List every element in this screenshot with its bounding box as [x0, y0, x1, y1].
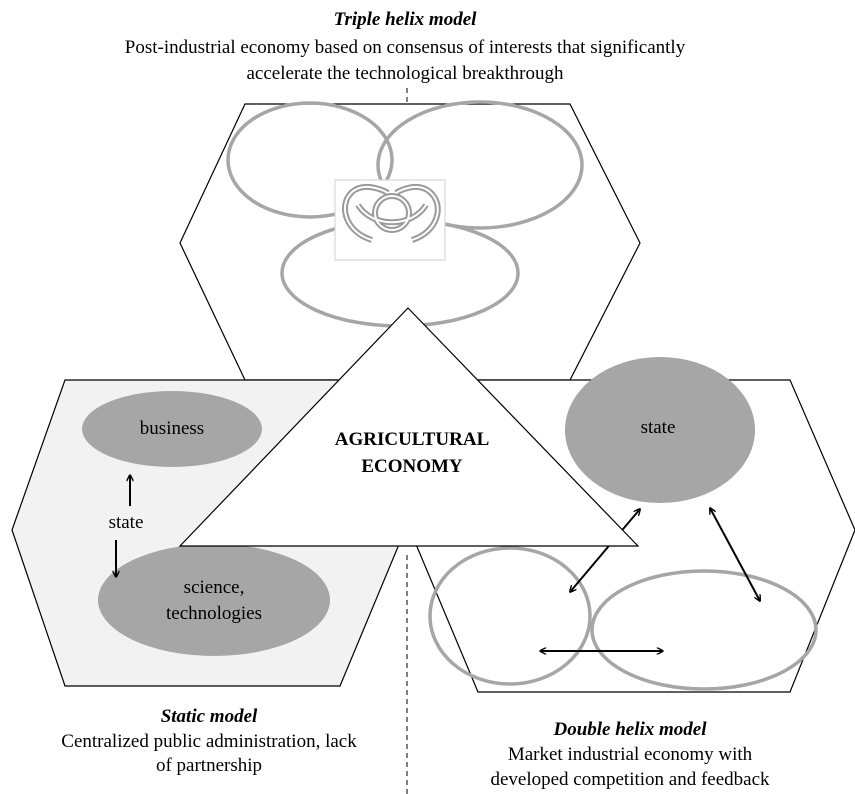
static-model-desc-line1: Centralized public administration, lack	[61, 731, 357, 752]
business-label: business	[140, 418, 204, 439]
triple-ellipse-left	[226, 101, 394, 219]
static-model-title: Static model	[161, 706, 258, 727]
double-state-label: state	[641, 417, 676, 438]
triple-helix-title: Triple helix model	[334, 9, 478, 30]
center-label-line1: AGRICULTURAL	[335, 429, 490, 450]
triple-helix-desc-line2: accelerate the technological breakthroug…	[246, 63, 564, 84]
state-ellipse	[565, 357, 755, 503]
arrow-state-to-right	[710, 508, 760, 601]
science-ellipse	[98, 544, 330, 656]
business-ellipse	[82, 391, 262, 467]
center-label-line2: ECONOMY	[361, 456, 463, 477]
double-ellipse-right	[590, 569, 818, 691]
science-label-line2: technologies	[166, 603, 262, 624]
arrow-left-to-state	[570, 509, 640, 592]
triple-ellipse-right	[376, 100, 584, 230]
science-label-line1: science,	[184, 577, 245, 598]
triple-helix-desc-line1: Post-industrial economy based on consens…	[125, 37, 686, 58]
triquetra-knot-icon	[334, 179, 446, 261]
double-helix-title: Double helix model	[552, 719, 707, 740]
static-state-label: state	[109, 512, 144, 533]
double-helix-desc-line2: developed competition and feedback	[490, 769, 770, 790]
double-ellipse-left	[428, 546, 592, 686]
agricultural-economy-triangle	[178, 307, 640, 547]
double-helix-desc-line1: Market industrial economy with	[508, 744, 753, 765]
static-model-desc-line2: of partnership	[156, 755, 262, 776]
